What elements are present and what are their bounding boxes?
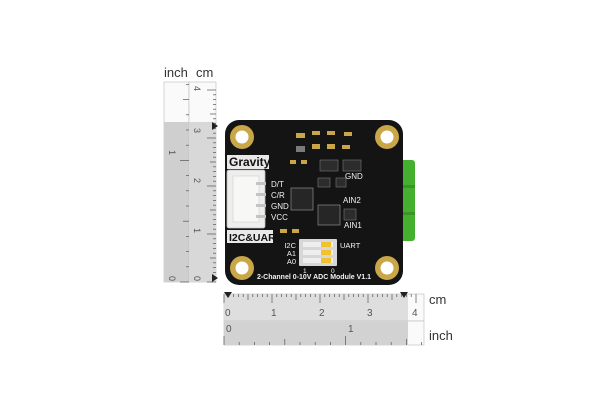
switch-label-uart: UART: [340, 241, 361, 250]
ic-chip: [317, 204, 341, 226]
hr-cm-tick-label-3: 3: [367, 308, 373, 319]
mounting-hole-top-right-inner: [380, 130, 394, 144]
hr-inch-tick-label-1: 1: [348, 324, 354, 335]
gravity-label-box: [227, 155, 269, 169]
hr-cm-tick-label-0: 0: [225, 308, 231, 319]
mounting-holes: [230, 125, 399, 280]
jst-connector: [226, 169, 266, 229]
mounting-hole-top-left-inner: [235, 130, 249, 144]
vertical-ruler-marker: [212, 122, 218, 130]
jst-pin-1: [256, 182, 266, 185]
horizontal-ruler-ticks: [223, 294, 422, 345]
smd-component: [312, 131, 320, 135]
horizontal-ruler-cm-shade: [224, 294, 408, 321]
smd-component: [296, 133, 305, 138]
vr-inch-tick-label-1: 1: [167, 150, 177, 155]
vertical-ruler-inch-unit: inch: [164, 65, 188, 80]
pin-label-ain2: AIN2: [343, 196, 361, 205]
dip-switch-toggle: [321, 242, 331, 247]
smd-components: [280, 131, 352, 233]
switch-label-a1: A1: [287, 249, 296, 258]
dip-switch-toggle: [321, 258, 331, 263]
vr-inch-tick-label-0: 0: [167, 276, 177, 281]
pin-label-gnd-right: GND: [345, 172, 363, 181]
smd-component: [292, 229, 299, 233]
ic-chip: [319, 159, 339, 172]
pin-label-cr: C/R: [271, 191, 285, 200]
smd-component: [342, 145, 350, 149]
hr-cm-tick-label-4: 4: [412, 308, 418, 319]
ic-chip: [290, 187, 314, 211]
smd-component: [327, 144, 335, 149]
vertical-ruler-marker-bottom: [212, 274, 218, 282]
dip-switch-slot: [303, 242, 333, 247]
switch-label-0: 0: [331, 268, 335, 275]
pin-label-gnd-left: GND: [271, 202, 289, 211]
jst-pin-4: [256, 215, 266, 218]
vertical-ruler: 4 3 2 1 0 1 0: [163, 81, 218, 283]
integrated-circuits: [290, 159, 362, 226]
adc-module-board: Gravity D/T C/R GND VCC I2C&UART: [225, 120, 415, 285]
pin-label-ain1: AIN1: [344, 221, 362, 230]
hr-inch-tick-label-0: 0: [226, 324, 232, 335]
pin-label-vcc: VCC: [271, 213, 288, 222]
board-title: 2-Channel 0-10V ADC Module V1.1: [257, 274, 371, 281]
vertical-ruler-ticks: [180, 84, 216, 283]
smd-component: [312, 144, 320, 149]
mounting-hole-bottom-left-inner: [235, 261, 249, 275]
vr-cm-tick-label-3: 3: [192, 128, 202, 133]
dip-switch-toggle: [321, 250, 331, 255]
horizontal-ruler-inch-unit: inch: [429, 328, 453, 343]
vertical-ruler-inch-shade: [164, 122, 189, 282]
smd-component: [296, 146, 305, 152]
smd-component: [344, 132, 352, 136]
dip-switch-slot: [303, 250, 333, 255]
smd-component: [327, 131, 335, 135]
smd-component: [290, 160, 296, 164]
ic-chip: [342, 159, 362, 172]
horizontal-ruler-marker-right: [400, 292, 408, 298]
dip-switch: I2C A1 A0 UART 1 0: [284, 239, 361, 275]
jst-pin-2: [256, 193, 266, 196]
smd-component: [301, 160, 307, 164]
vertical-ruler-cm-shade: [189, 122, 216, 282]
interface-label-box: [227, 230, 273, 243]
smd-component: [280, 229, 287, 233]
ic-chip: [317, 177, 331, 188]
switch-label-i2c: I2C: [284, 241, 296, 250]
mounting-hole-bottom-right-inner: [380, 261, 394, 275]
vr-cm-tick-label-2: 2: [192, 178, 202, 183]
switch-label-a0: A0: [287, 257, 296, 266]
horizontal-ruler-inch-shade: [224, 321, 408, 345]
horizontal-ruler: 0 1 2 3 4 0 1: [223, 292, 425, 346]
ic-chip: [343, 208, 357, 221]
ic-chip: [335, 177, 347, 188]
pin-label-dt: D/T: [271, 180, 284, 189]
dip-switch-slot: [303, 258, 333, 263]
switch-label-1: 1: [303, 268, 307, 275]
gravity-label: Gravity: [229, 155, 271, 169]
jst-connector-cavity: [232, 175, 260, 223]
interface-label: I2C&UART: [229, 232, 283, 244]
hr-cm-tick-label-1: 1: [271, 308, 277, 319]
vertical-ruler-cm-unit: cm: [196, 65, 214, 80]
vr-cm-tick-label-1: 1: [192, 228, 202, 233]
jst-pin-3: [256, 204, 266, 207]
vr-cm-tick-label-4: 4: [192, 86, 202, 91]
hr-cm-tick-label-2: 2: [319, 308, 325, 319]
horizontal-ruler-cm-unit: cm: [429, 292, 447, 307]
vr-cm-tick-label-0: 0: [192, 276, 202, 281]
horizontal-ruler-marker-left: [224, 292, 232, 298]
